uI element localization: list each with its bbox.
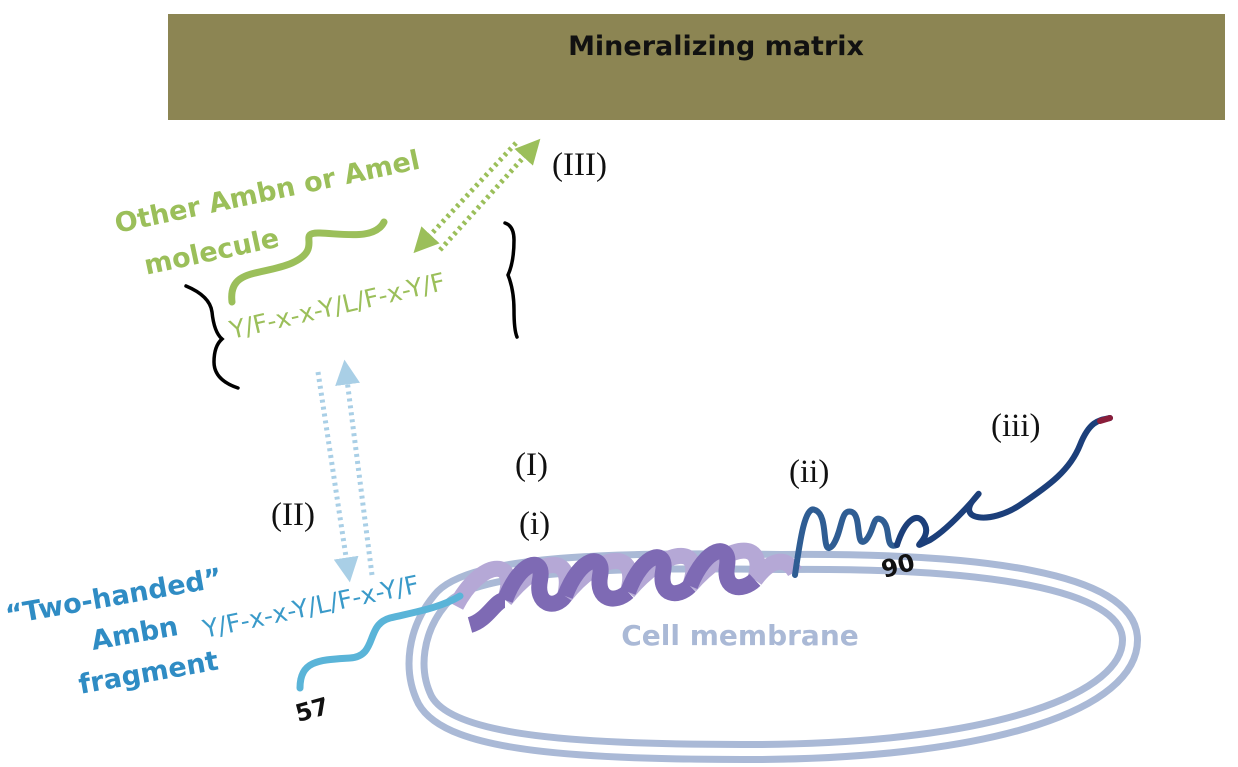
mineralizing-matrix-label: Mineralizing matrix (568, 31, 864, 62)
left-bracket (184, 284, 240, 390)
cell-membrane-label: Cell membrane (621, 619, 859, 652)
residue-57-label: 57 (292, 692, 332, 728)
ambn-fragment-motif: Y/F-x-x-Y/L/F-x-Y/F (199, 570, 421, 644)
region-iii-strand (894, 415, 1113, 548)
other-molecule-strand (228, 218, 388, 306)
interaction-ii-arrows (315, 359, 375, 583)
interaction-iii-arrows (413, 138, 541, 254)
region-ii-label: (ii) (789, 454, 829, 490)
ambn-fragment-label-line2: Ambn (89, 611, 181, 657)
ambn-fragment-strand (296, 592, 464, 692)
interaction-iii-label: (III) (552, 147, 607, 183)
other-molecule-motif: Y/F-x-x-Y/L/F-x-Y/F (226, 267, 448, 345)
interaction-ii-label: (II) (271, 497, 315, 533)
region-iii-end (1097, 415, 1113, 424)
interaction-i-label: (I) (515, 447, 548, 483)
mineralizing-matrix-bar (168, 14, 1225, 120)
region-iii-label: (iii) (991, 408, 1040, 444)
region-ii-strand (792, 506, 900, 578)
region-i-label: (i) (519, 506, 550, 542)
right-bracket (503, 221, 519, 339)
amphipathic-helix (448, 542, 802, 633)
